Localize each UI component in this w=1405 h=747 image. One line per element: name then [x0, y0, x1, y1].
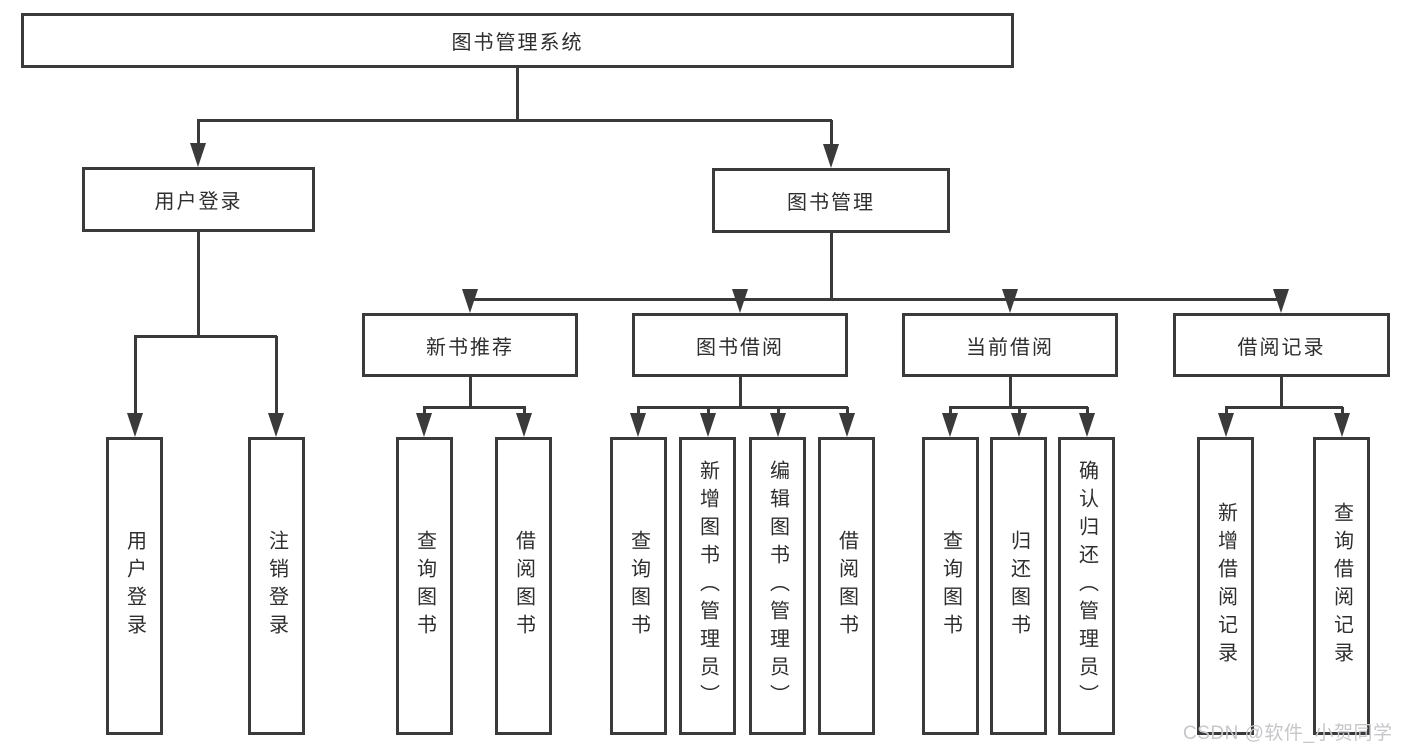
arrow-head-icon	[839, 413, 855, 437]
arrow-head-icon	[416, 413, 432, 437]
node-logout: 注销登录	[248, 437, 305, 735]
node-root: 图书管理系统	[21, 13, 1014, 68]
connector-line	[197, 232, 200, 338]
node-login: 用户登录	[82, 167, 315, 232]
node-rec-add: 新增借阅记录	[1197, 437, 1254, 735]
arrow-head-icon	[1002, 289, 1018, 313]
arrow-head-icon	[1218, 413, 1234, 437]
arrow-head-icon	[1011, 413, 1027, 437]
node-cur-query: 查询图书	[922, 437, 979, 735]
connector-line	[516, 68, 519, 122]
node-borrow: 图书借阅	[632, 313, 848, 377]
connector-line	[1009, 377, 1012, 409]
connector-line	[197, 120, 200, 149]
connector-line	[469, 377, 472, 409]
node-userlogin: 用户登录	[106, 437, 163, 735]
connector-line	[1280, 377, 1283, 409]
arrow-head-icon	[732, 289, 748, 313]
node-bw-borrow: 借阅图书	[818, 437, 875, 735]
connector-line	[830, 120, 833, 150]
node-cur-confirm: 确认归还（管理员）	[1058, 437, 1115, 735]
node-cur-return: 归还图书	[990, 437, 1047, 735]
node-bw-add: 新增图书（管理员）	[679, 437, 736, 735]
node-newbook: 新书推荐	[362, 313, 578, 377]
connector-line	[423, 406, 526, 409]
connector-line	[197, 119, 832, 122]
connector-line	[830, 233, 833, 301]
arrow-head-icon	[127, 413, 143, 437]
arrow-head-icon	[700, 413, 716, 437]
arrow-head-icon	[268, 413, 284, 437]
arrow-head-icon	[1079, 413, 1095, 437]
connector-line	[469, 298, 1282, 301]
connector-line	[637, 406, 848, 409]
node-current: 当前借阅	[902, 313, 1118, 377]
arrow-head-icon	[462, 289, 478, 313]
arrow-head-icon	[942, 413, 958, 437]
arrow-head-icon	[630, 413, 646, 437]
node-nb-borrow: 借阅图书	[495, 437, 552, 735]
node-bw-edit: 编辑图书（管理员）	[749, 437, 806, 735]
arrow-head-icon	[823, 144, 839, 168]
node-records: 借阅记录	[1173, 313, 1390, 377]
arrow-head-icon	[1334, 413, 1350, 437]
node-rec-query: 查询借阅记录	[1313, 437, 1370, 735]
connector-line	[739, 377, 742, 409]
watermark-csdn: CSDN @软件_小贺同学	[1183, 723, 1393, 744]
arrow-head-icon	[770, 413, 786, 437]
connector-line	[1225, 406, 1343, 409]
arrow-head-icon	[516, 413, 532, 437]
connector-line	[134, 335, 277, 338]
arrow-head-icon	[190, 143, 206, 167]
connector-line	[134, 336, 137, 419]
node-bookmgmt: 图书管理	[712, 168, 950, 233]
node-nb-query: 查询图书	[396, 437, 453, 735]
connector-line	[275, 336, 278, 419]
arrow-head-icon	[1273, 289, 1289, 313]
node-bw-query: 查询图书	[610, 437, 667, 735]
